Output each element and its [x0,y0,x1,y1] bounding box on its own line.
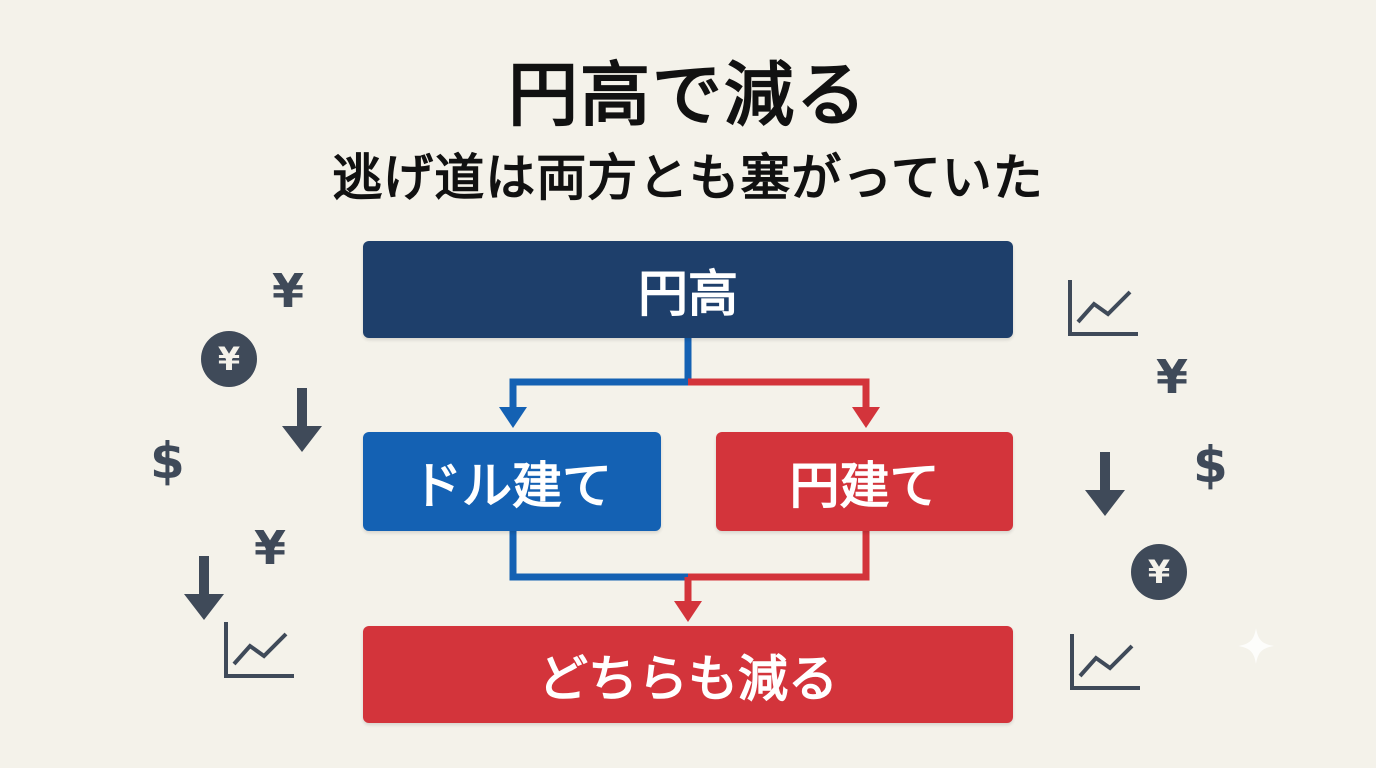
line-chart-icon [224,622,294,678]
arrowhead-to-yen [852,407,880,428]
sparkle-icon [1238,628,1274,664]
node-both-decrease: どちらも減る [363,626,1013,723]
dollar-icon: $ [1193,436,1228,494]
down-arrow-icon [1085,452,1125,516]
main-title: 円高で減る [508,54,868,136]
connector-from-yen [688,531,870,581]
yen-coin-icon: ¥ [1131,544,1187,600]
down-arrow-icon [282,388,322,452]
arrowhead-to-dollar [499,407,527,428]
down-arrow-icon [184,556,224,620]
node-strong-yen: 円高 [363,241,1013,338]
node-dollar-denominated: ドル建て [363,432,661,531]
dollar-icon: $ [150,432,185,490]
yen-icon: ¥ [272,264,305,318]
subtitle: 逃げ道は両方とも塞がっていた [332,149,1044,207]
line-chart-icon [1068,280,1138,336]
arrowhead-to-result [674,601,702,622]
connector-from-dollar [509,531,688,581]
yen-icon: ¥ [254,521,287,575]
connector-to-dollar [509,378,688,410]
line-chart-icon [1070,634,1140,690]
yen-coin-icon: ¥ [201,331,257,387]
yen-icon: ¥ [1156,350,1189,404]
node-yen-denominated: 円建て [716,432,1013,531]
connector-to-yen [688,378,870,410]
